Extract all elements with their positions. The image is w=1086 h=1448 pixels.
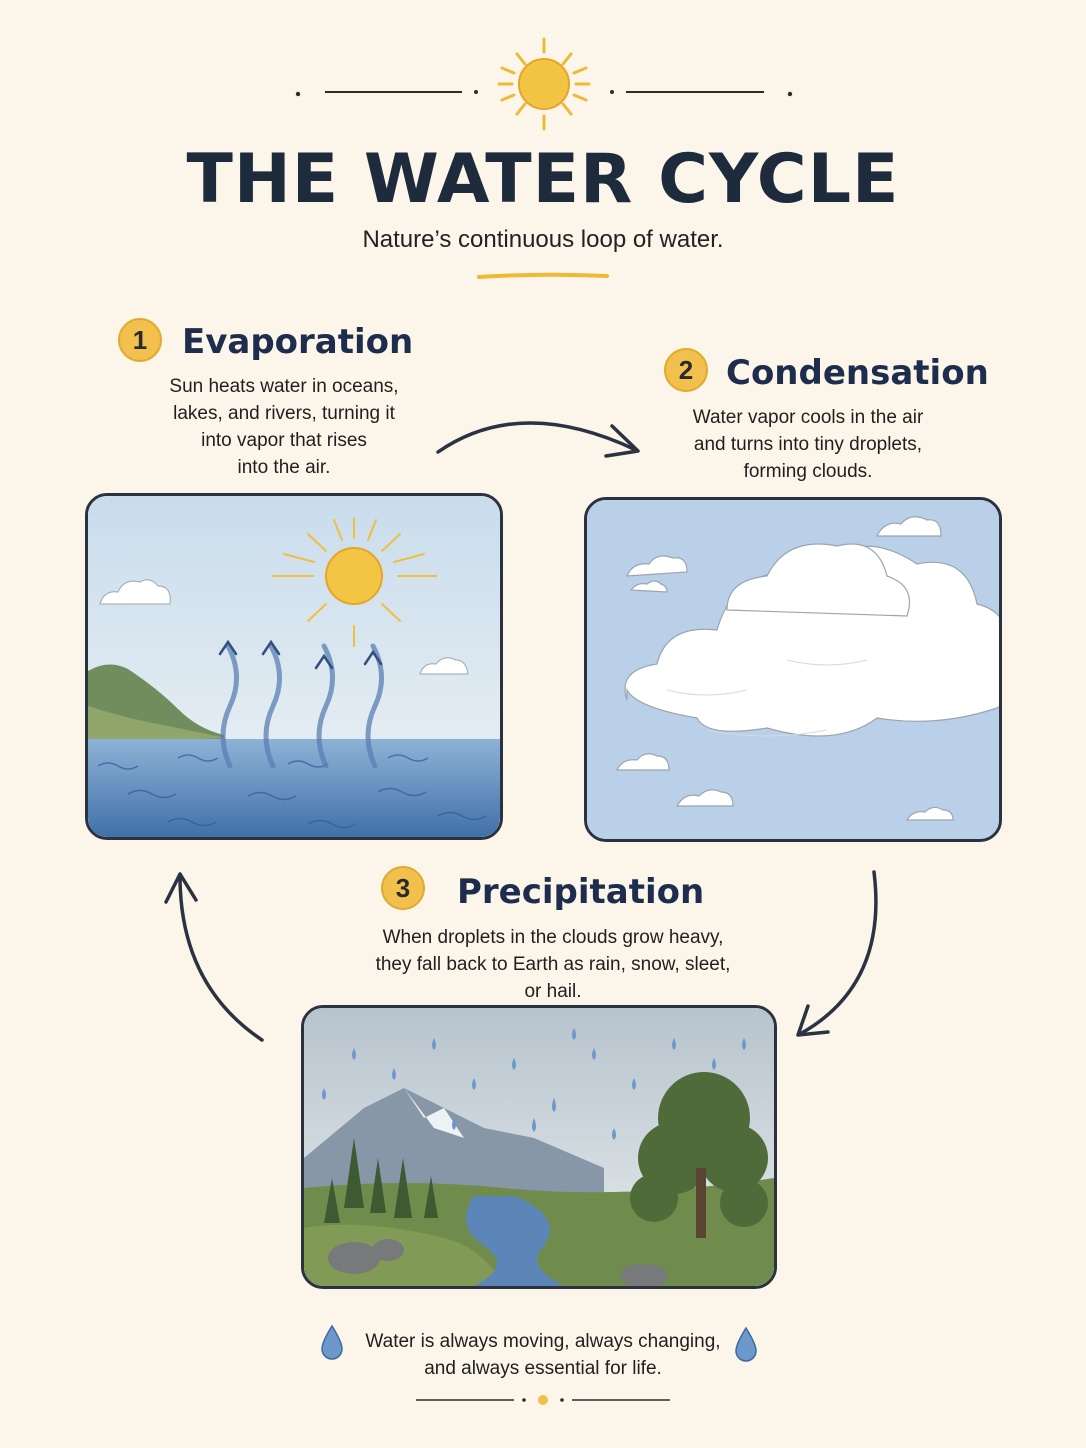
- step-number-badge: 1: [118, 318, 162, 362]
- sun-icon: [497, 37, 591, 131]
- water-drop-icon: [322, 1028, 746, 1140]
- page-title: THE WATER CYCLE: [186, 140, 900, 219]
- step-number-badge: 3: [381, 866, 425, 910]
- water-drop-icon: [321, 1324, 343, 1360]
- arrow-icon: [436, 421, 640, 458]
- sun-icon: [272, 517, 437, 647]
- step-title-evaporation: Evaporation: [182, 322, 414, 362]
- water-drop-icon: [735, 1326, 757, 1362]
- title-underline: [477, 272, 609, 279]
- step-description-evaporation: Sun heats water in oceans, lakes, and ri…: [169, 376, 399, 478]
- step-description-precipitation: When droplets in the clouds grow heavy, …: [375, 927, 731, 1002]
- footer-message: Water is always moving, always changing,…: [365, 1331, 721, 1379]
- header-ornament: [295, 37, 793, 131]
- step-title-precipitation: Precipitation: [457, 872, 705, 912]
- arrow-icon: [164, 872, 264, 1042]
- step-number-badge: 2: [664, 348, 708, 392]
- footer-ornament: [416, 1395, 670, 1405]
- precipitation-illustration: [301, 1005, 777, 1289]
- step-title-condensation: Condensation: [726, 353, 989, 393]
- arrow-icon: [796, 870, 878, 1037]
- step-description-condensation: Water vapor cools in the air and turns i…: [692, 407, 924, 482]
- evaporation-illustration: [85, 493, 503, 840]
- page-subtitle: Nature’s continuous loop of water.: [362, 226, 724, 253]
- condensation-illustration: [584, 497, 1002, 842]
- arrow-icon: [218, 639, 383, 670]
